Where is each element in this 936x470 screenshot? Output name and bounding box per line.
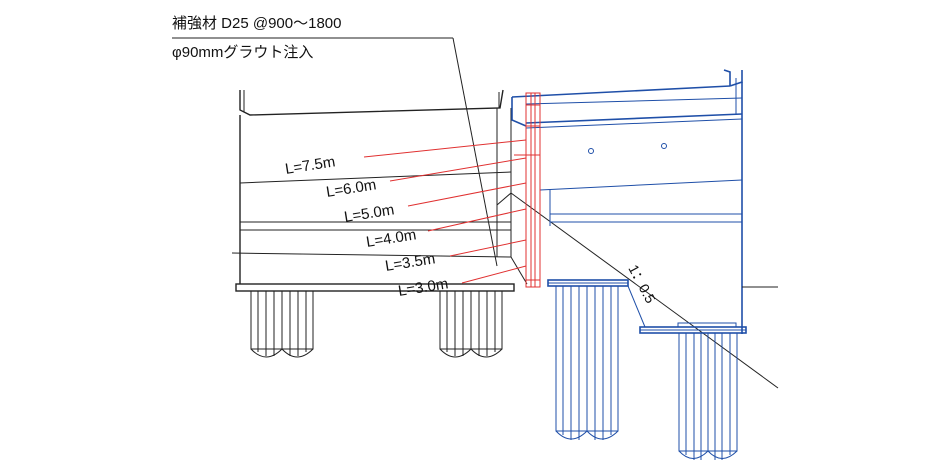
anchor-bar-6-0 xyxy=(389,157,527,182)
slope-label: 1：0.5 xyxy=(625,262,659,306)
note-leader xyxy=(172,37,498,267)
existing-pile-left xyxy=(250,290,314,358)
new-pile-left xyxy=(555,285,619,440)
new-girder xyxy=(511,69,778,334)
anchor-bar-7-5 xyxy=(363,139,527,158)
note-grout: φ90mmグラウト注入 xyxy=(172,44,313,61)
existing-pile-right xyxy=(439,290,503,358)
new-pile-right xyxy=(678,332,738,460)
anchor-label: L=3.0m xyxy=(397,275,449,300)
anchor-label: L=3.5m xyxy=(384,250,436,275)
anchor-bar-4-0 xyxy=(427,208,527,232)
anchor-bar-5-0 xyxy=(407,182,527,207)
anchor-bars xyxy=(363,139,527,284)
anchor-bar-3-5 xyxy=(449,239,527,257)
anchor-labels: L=7.5m L=6.0m L=5.0m L=4.0m L=3.5m L=3.0… xyxy=(284,153,449,300)
reinforcement-backwall xyxy=(514,92,541,288)
anchor-bar-3-0 xyxy=(461,265,527,284)
note-reinforcement: 補強材 D25 @900～1800 xyxy=(172,15,341,32)
existing-abutment xyxy=(231,89,779,389)
anchor-label: L=7.5m xyxy=(284,153,336,178)
anchor-label: L=6.0m xyxy=(325,176,377,201)
